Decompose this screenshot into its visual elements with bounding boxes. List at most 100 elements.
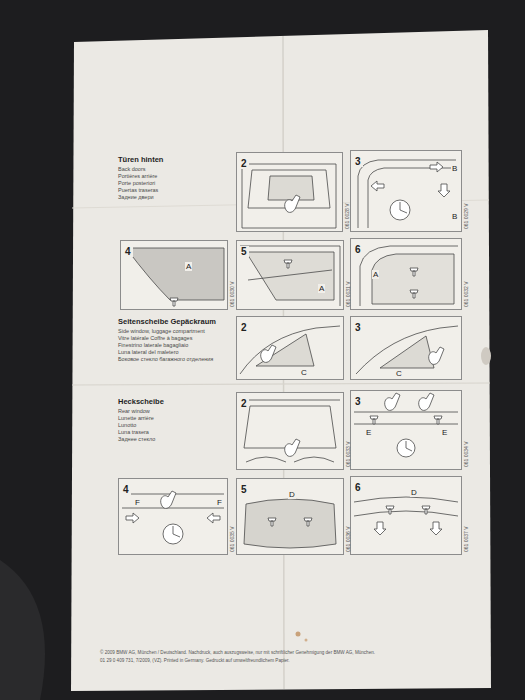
heading-translation: Puertas traseras bbox=[118, 187, 158, 193]
line-art bbox=[261, 345, 276, 362]
line-art bbox=[268, 518, 276, 526]
drawing-number: 061 0030 V bbox=[229, 281, 235, 307]
heading-translation: Luna trasera bbox=[118, 429, 149, 435]
step-panel: 2 bbox=[236, 392, 344, 470]
panel-drawing bbox=[236, 240, 344, 310]
step-number: 2 bbox=[239, 158, 249, 169]
line-art bbox=[356, 326, 458, 374]
line-art bbox=[438, 184, 450, 197]
drawing-number: 061 0036 V bbox=[345, 526, 351, 552]
line-art bbox=[371, 181, 384, 191]
background-fold bbox=[0, 560, 45, 700]
step-panel: 4 bbox=[120, 240, 228, 310]
drawing-number: 061 0034 V bbox=[463, 441, 469, 467]
panel-ground bbox=[350, 150, 462, 232]
panel-drawing bbox=[236, 478, 344, 555]
line-art bbox=[385, 393, 400, 410]
line-art bbox=[397, 439, 415, 457]
drawing-number: 061 0031 V bbox=[345, 281, 351, 307]
line-art bbox=[406, 441, 412, 451]
line-art bbox=[304, 518, 312, 526]
drawing-number: 061 0035 V bbox=[229, 526, 235, 552]
callout-letter: B bbox=[451, 164, 458, 173]
line-art bbox=[244, 406, 336, 448]
section-heading: Seitenscheibe Gepäckraum bbox=[118, 318, 216, 327]
line-art bbox=[360, 246, 458, 306]
drawing-number: 061 0033 V bbox=[345, 441, 351, 467]
step-panel: 3 bbox=[350, 316, 462, 380]
drawing-number: 061 0037 V bbox=[463, 526, 469, 552]
paper-stain bbox=[305, 639, 308, 642]
line-art bbox=[410, 268, 418, 276]
fold-crease bbox=[72, 383, 490, 385]
step-panel: 3 bbox=[350, 150, 462, 232]
panel-ground bbox=[236, 478, 344, 555]
step-number: 2 bbox=[239, 322, 249, 333]
line-art bbox=[354, 412, 458, 424]
step-number: 6 bbox=[353, 482, 363, 493]
panel-ground bbox=[118, 478, 228, 555]
paper-mark bbox=[481, 347, 491, 365]
line-art bbox=[126, 248, 224, 300]
paper-stain bbox=[296, 632, 301, 637]
heading-translation: Lunotto bbox=[118, 422, 136, 428]
line-art bbox=[370, 416, 378, 424]
line-art bbox=[170, 298, 178, 306]
line-art bbox=[246, 457, 334, 462]
panel-ground bbox=[120, 240, 228, 310]
heading-translation: Back doors bbox=[118, 166, 146, 172]
panel-drawing bbox=[118, 478, 228, 555]
line-art bbox=[354, 511, 458, 516]
callout-letter: A bbox=[318, 284, 325, 293]
step-number: 5 bbox=[239, 484, 249, 495]
drawing-number: 061 0028 V bbox=[344, 203, 350, 229]
footer-note: © 2009 BMW AG, München / Deutschland. Na… bbox=[100, 650, 375, 655]
heading-translation: Боковое стекло багажного отделения bbox=[118, 356, 213, 362]
callout-letter: D bbox=[288, 490, 296, 499]
callout-letter: E bbox=[365, 428, 372, 437]
line-art bbox=[358, 160, 456, 228]
line-art bbox=[430, 522, 442, 535]
heading-translation: Luna lateral del maletero bbox=[118, 349, 179, 355]
line-art bbox=[207, 513, 220, 523]
line-art bbox=[246, 252, 334, 300]
line-art bbox=[163, 524, 183, 544]
panel-ground bbox=[350, 316, 462, 380]
step-number: 6 bbox=[353, 244, 363, 255]
panel-drawing bbox=[120, 240, 228, 310]
line-art bbox=[374, 522, 386, 535]
line-art bbox=[429, 347, 444, 364]
line-art bbox=[242, 164, 336, 228]
heading-translation: Задние двери bbox=[118, 194, 154, 200]
panel-ground bbox=[236, 152, 343, 232]
step-panel: 4 bbox=[118, 478, 228, 555]
panel-drawing bbox=[236, 316, 344, 380]
section-heading: Heckscheibe bbox=[118, 398, 164, 407]
step-panel: 5 bbox=[236, 240, 344, 310]
step-panel: 6 bbox=[350, 238, 462, 310]
line-art bbox=[256, 334, 314, 366]
line-art bbox=[268, 176, 314, 200]
line-art bbox=[285, 195, 300, 212]
step-panel: 2 bbox=[236, 316, 344, 380]
panel-ground bbox=[236, 392, 344, 470]
line-art bbox=[161, 491, 176, 508]
footer-note: 01 29 0 409 731, 7/2009, (VZ). Printed i… bbox=[100, 658, 290, 663]
callout-letter: F bbox=[216, 498, 223, 507]
heading-translation: Rear window bbox=[118, 408, 150, 414]
step-number: 5 bbox=[239, 246, 249, 257]
heading-translation: Side window, luggage compartment bbox=[118, 328, 205, 334]
drawing-number: 061 0032 V bbox=[463, 281, 469, 307]
line-art bbox=[248, 270, 332, 280]
step-number: 3 bbox=[353, 156, 363, 167]
line-art bbox=[419, 393, 434, 410]
line-art bbox=[386, 506, 394, 514]
panel-ground bbox=[350, 238, 462, 310]
paper-sheet bbox=[71, 30, 491, 691]
line-art bbox=[126, 513, 139, 523]
callout-letter: A bbox=[372, 270, 379, 279]
line-art bbox=[372, 254, 454, 304]
heading-translation: Finestrino laterale bagagliaio bbox=[118, 342, 188, 348]
